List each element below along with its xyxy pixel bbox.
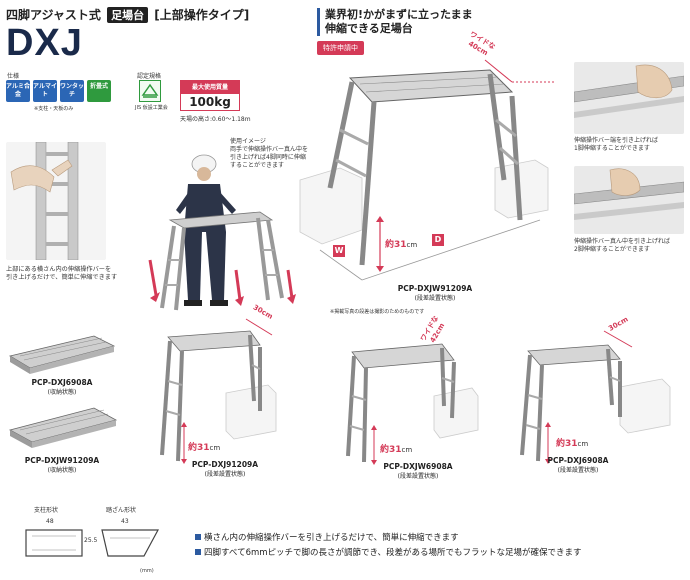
small-product-name-2: PCP-DXJW6908A	[383, 462, 453, 471]
small-height-dim-3: 約31cm	[556, 436, 588, 449]
detail-note2-line2: 2脚伸縮することができます	[574, 246, 650, 253]
main-product-name: PCP-DXJW91209A	[397, 284, 473, 293]
headline-line2: 伸縮できる足場台	[325, 22, 413, 35]
cert-caption: JIS 仮設工業会	[135, 105, 168, 111]
patent-badge: 特許申請中	[317, 41, 364, 55]
product-series-title: 四脚アジャスト式 足場台 [上部操作タイプ]	[6, 6, 249, 23]
main-product-state: (段差設置状態)	[414, 295, 456, 302]
d-dimension-tag: D	[432, 234, 444, 246]
title-prefix: 四脚アジャスト式	[6, 8, 101, 22]
bullet-text-1: 横さん内の伸縮操作バーを引き上げるだけで、簡単に伸縮できます	[204, 533, 459, 543]
headline: 業界初!かがまずに立ったまま 伸縮できる足場台	[317, 8, 473, 36]
small-height-value-3: 約31	[556, 439, 578, 449]
folding-icon: 折畳式	[87, 80, 111, 102]
bullet-text-2: 四脚すべて6mmピッチで脚の長さが調節でき、段差がある場所でもフラットな足場が確…	[204, 548, 582, 558]
w-dimension-tag: W	[333, 245, 345, 257]
spec-label: 仕様	[7, 73, 20, 80]
aluminum-alloy-icon: アルミ合金	[6, 80, 30, 102]
left-description: 上部にある横さん内の伸縮操作バーを 引き上げるだけで、簡単に伸縮できます	[6, 266, 117, 282]
main-product-caption: PCP-DXJW91209A (段差設置状態)	[365, 284, 505, 302]
one-touch-icon: ワンタッチ	[60, 80, 84, 102]
main-product-note: ※掲載写真の段差は撮影のためのものです	[330, 309, 425, 315]
small-height-unit-1: cm	[209, 444, 221, 452]
main-height-unit: cm	[406, 241, 418, 249]
small-height-unit-3: cm	[577, 440, 589, 448]
worker-photo	[140, 150, 300, 325]
title-suffix: [上部操作タイプ]	[154, 8, 250, 22]
max-load-badge: 最大使用質量 100kg	[180, 80, 240, 111]
stored-product-caption-1: PCP-DXJ6908A (収納状態)	[6, 378, 118, 396]
small-product-caption-3: PCP-DXJ6908A (段差設置状態)	[518, 456, 638, 474]
small-height-unit-2: cm	[401, 446, 413, 454]
leg-closeup-photo	[6, 142, 106, 260]
bullet-square-icon	[195, 534, 201, 540]
small-height-value-1: 約31	[188, 443, 210, 453]
detail-photo-two-legs	[574, 166, 684, 234]
stored-product-name-2: PCP-DXJW91209A	[24, 456, 100, 465]
small-product-caption-1: PCP-DXJ91209A (段差設置状態)	[165, 460, 285, 478]
small-product-state-3: (段差設置状態)	[557, 467, 599, 474]
stored-product-caption-2: PCP-DXJW91209A (収納状態)	[6, 456, 118, 474]
profile-unit: (mm)	[140, 568, 154, 574]
main-product-photo	[290, 40, 560, 290]
stored-product-photo-1	[6, 328, 118, 376]
small-product-state-2: (段差設置状態)	[397, 473, 439, 480]
usage-text1: 両手で伸縮操作バー真ん中を	[230, 146, 309, 153]
small-product-name-1: PCP-DXJ91209A	[191, 460, 259, 469]
model-name: DXJ	[6, 22, 83, 64]
cert-label: 認定規格	[137, 73, 162, 80]
height-range: 天場の高さ:0.60〜1.18m	[180, 116, 251, 123]
usage-caption: 使用イメージ 両手で伸縮操作バー真ん中を 引き上げれば4脚同時に伸縮 することが…	[230, 138, 308, 170]
icon-note: ※支柱・天板のみ	[34, 106, 74, 112]
detail-photo-one-leg	[574, 62, 684, 134]
profile-diagrams	[24, 524, 164, 564]
pillar-width: 48	[46, 518, 54, 525]
detail-note1-line1: 伸縮操作バー端を引き上げれば	[574, 137, 659, 144]
small-product-state-1: (段差設置状態)	[204, 471, 246, 478]
detail-note1-line2: 1脚伸縮することができます	[574, 145, 650, 152]
anodized-icon: アルマイト	[33, 80, 57, 102]
stored-product-state-1: (収納状態)	[47, 389, 77, 396]
headline-line1: 業界初!かがまずに立ったまま	[325, 8, 473, 21]
main-height-dim: 約31cm	[385, 237, 417, 250]
title-badge: 足場台	[107, 7, 149, 23]
pillar-profile-label: 支柱形状	[34, 507, 59, 514]
usage-title: 使用イメージ	[230, 138, 266, 145]
stored-product-photo-2	[6, 400, 118, 450]
usage-text3: することができます	[230, 162, 285, 169]
small-height-dim-1: 約31cm	[188, 440, 220, 453]
max-load-label: 最大使用質量	[180, 80, 240, 93]
stored-product-state-2: (収納状態)	[47, 467, 77, 474]
step-profile-label: 踏ざん形状	[106, 507, 137, 514]
small-height-value-2: 約31	[380, 445, 402, 455]
usage-text2: 引き上げれば4脚同時に伸縮	[230, 154, 306, 161]
small-product-photo-2	[330, 330, 480, 465]
small-product-photo-1	[128, 315, 278, 465]
max-load-value: 100kg	[180, 93, 240, 111]
small-product-photo-3	[510, 325, 680, 465]
stored-product-name-1: PCP-DXJ6908A	[31, 378, 93, 387]
pillar-height: 25.5	[84, 537, 98, 544]
bullet-square-icon	[195, 549, 201, 555]
jis-cert-icon	[139, 80, 161, 102]
small-product-caption-2: PCP-DXJW6908A (段差設置状態)	[358, 462, 478, 480]
detail-note2-line1: 伸縮操作バー真ん中を引き上げれば	[574, 238, 671, 245]
main-height-value: 約31	[385, 240, 407, 250]
left-description-line1: 上部にある横さん内の伸縮操作バーを	[6, 266, 112, 273]
small-height-dim-2: 約31cm	[380, 442, 412, 455]
left-description-line2: 引き上げるだけで、簡単に伸縮できます	[6, 274, 118, 281]
step-width: 43	[121, 518, 129, 525]
small-product-name-3: PCP-DXJ6908A	[547, 456, 609, 465]
detail-note-one-leg: 伸縮操作バー端を引き上げれば 1脚伸縮することができます	[574, 137, 690, 153]
bullet-point-1: 横さん内の伸縮操作バーを引き上げるだけで、簡単に伸縮できます	[195, 531, 459, 543]
detail-note-two-legs: 伸縮操作バー真ん中を引き上げれば 2脚伸縮することができます	[574, 238, 690, 254]
bullet-point-2: 四脚すべて6mmピッチで脚の長さが調節でき、段差がある場所でもフラットな足場が確…	[195, 546, 581, 558]
